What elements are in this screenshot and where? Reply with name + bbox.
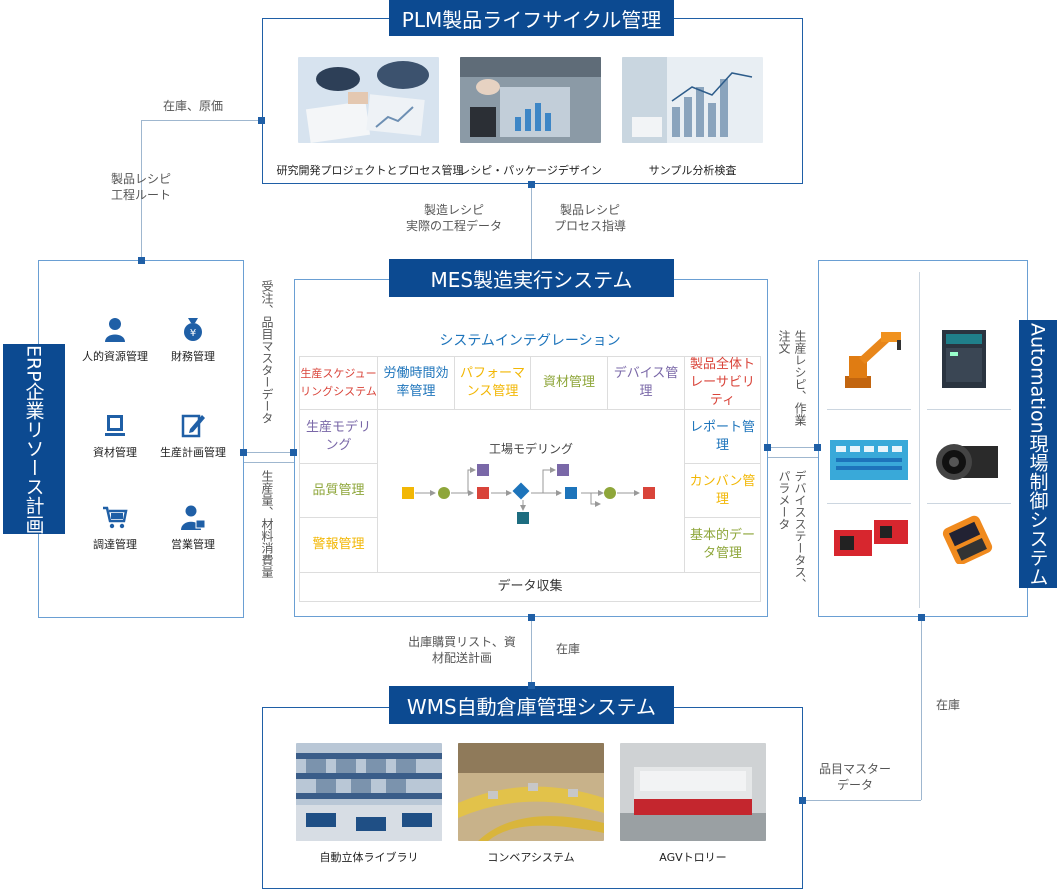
- erp-label-hr: 人的資源管理: [82, 350, 148, 363]
- camera-icon: [936, 444, 998, 480]
- svg-text:¥: ¥: [190, 328, 196, 339]
- mes-data-collect: データ収集: [299, 572, 761, 602]
- erp-title: ERP企業リソース計画: [3, 344, 65, 534]
- erp-item-procurement: 調達管理: [72, 504, 158, 552]
- wms-photo-conveyor: [458, 743, 604, 841]
- scanner-device-icon: [834, 520, 908, 556]
- wms-caption-library: 自動立体ライブラリ: [319, 851, 419, 864]
- wms-caption-conveyor: コンベアシステム: [487, 851, 575, 864]
- control-panel-icon: [830, 440, 908, 480]
- label-device-status: デバイスステータス、パラメータ: [777, 470, 807, 590]
- label-recipe-route: 製品レシピ 工程ルート: [110, 172, 171, 202]
- erp-label-material: 資材管理: [93, 446, 137, 459]
- wms-caption-agv: AGVトロリー: [659, 851, 727, 864]
- factory-flow-diagram: [402, 464, 655, 524]
- mes-title: MES製造実行システム: [389, 259, 674, 297]
- plm-caption-research: 研究開発プロジェクトとプロセス管理: [276, 164, 464, 177]
- plm-caption-recipe: レシピ・パッケージデザイン: [459, 164, 602, 177]
- mes-cell-device: デバイス管理: [607, 356, 685, 410]
- wms-photo-agv: [620, 743, 766, 841]
- mes-cell-basedata: 基本的データ管理: [684, 517, 761, 573]
- sales-person-icon: [180, 504, 206, 530]
- person-icon: [102, 316, 128, 342]
- erp-label-sales: 営業管理: [171, 538, 215, 551]
- mes-cell-modeling: 生産モデリング: [299, 409, 378, 464]
- plm-photo-sample: [622, 57, 763, 143]
- money-bag-icon: ¥: [180, 316, 206, 342]
- factory-modeling-title: 工場モデリング: [488, 442, 573, 456]
- label-stock-mes: 在庫: [555, 642, 580, 656]
- plc-module-icon: [942, 330, 986, 388]
- plm-photo-research: [298, 57, 439, 143]
- plm-title: PLM製品ライフサイクル管理: [389, 0, 674, 36]
- label-order-master: 受注、品目マスターデータ: [260, 280, 274, 424]
- label-item-master: 品目マスター データ: [818, 762, 891, 792]
- erp-item-plan: 生産計画管理: [150, 412, 236, 460]
- mes-cell-report: レポート管理: [684, 409, 761, 464]
- erp-label-procurement: 調達管理: [93, 538, 137, 551]
- mes-cell-kanban: カンバン管理: [684, 463, 761, 518]
- wms-title: WMS自動倉庫管理システム: [389, 686, 674, 724]
- mes-cell-quality: 品質管理: [299, 463, 378, 518]
- label-mfg-recipe: 製造レシピ 実際の工程データ: [405, 203, 502, 233]
- erp-item-finance: ¥ 財務管理: [150, 316, 236, 364]
- erp-label-finance: 財務管理: [171, 350, 215, 363]
- mes-cell-traceability: 製品全体トレーサビリティ: [684, 356, 761, 410]
- mes-integration-title: システムインテグレーション: [439, 333, 621, 349]
- pallet-icon: [102, 412, 128, 438]
- erp-item-sales: 営業管理: [150, 504, 236, 552]
- wms-photo-library: [296, 743, 442, 841]
- plm-caption-sample: サンプル分析検査: [648, 164, 737, 177]
- mes-cell-scheduling: 生産スケジューリングシステム: [299, 356, 378, 410]
- label-shipment: 出庫購買リスト、資 材配送計画: [408, 635, 516, 665]
- handheld-terminal-icon: [942, 515, 993, 564]
- label-stock-cost: 在庫、原価: [162, 99, 223, 113]
- plm-photo-recipe: [460, 57, 601, 143]
- mes-cell-labor: 労働時間効率管理: [377, 356, 455, 410]
- edit-icon: [180, 412, 206, 438]
- label-product-recipe: 製品レシピ プロセス指導: [553, 203, 626, 233]
- automation-title: Automation現場制御システム: [1019, 320, 1057, 588]
- cart-icon: [102, 504, 128, 530]
- label-recipe-order: 生産レシピ、作業注文: [777, 330, 807, 426]
- label-production-qty: 生産量、材料消費量: [260, 470, 274, 578]
- robot-arm-icon: [845, 332, 901, 388]
- erp-item-hr: 人的資源管理: [72, 316, 158, 364]
- mes-cell-material: 資材管理: [530, 356, 608, 410]
- erp-item-material: 資材管理: [72, 412, 158, 460]
- label-stock-auto: 在庫: [935, 698, 960, 712]
- erp-label-plan: 生産計画管理: [160, 446, 226, 459]
- mes-cell-alarm: 警報管理: [299, 517, 378, 573]
- mes-cell-performance: パフォーマンス管理: [454, 356, 531, 410]
